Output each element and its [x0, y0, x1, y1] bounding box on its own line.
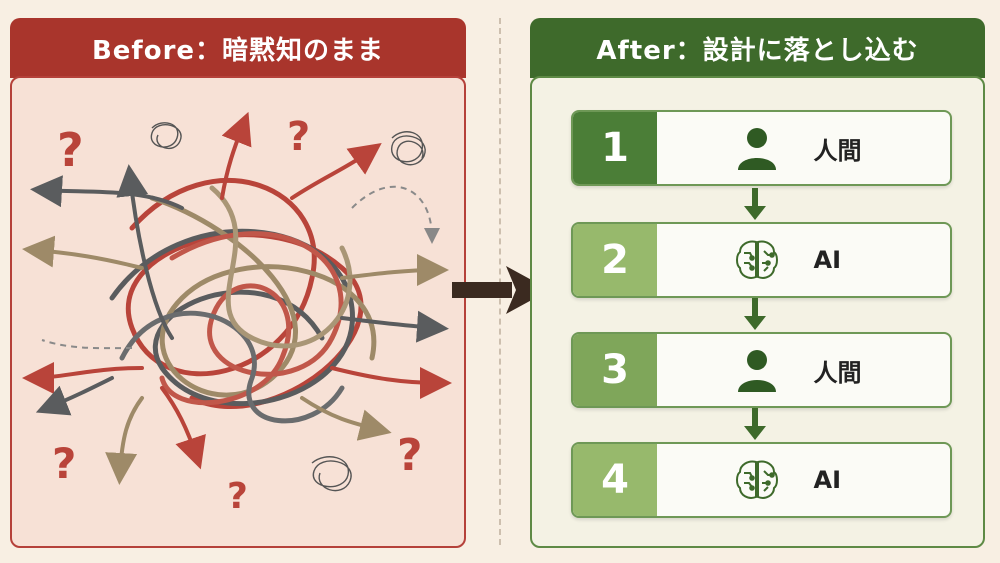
center-divider	[499, 18, 501, 545]
step-4: 4 AI	[571, 442, 952, 518]
before-panel: ? ? ? ? ?	[10, 76, 466, 548]
step-1: 1 人間	[571, 110, 952, 186]
brain-circuit-icon	[734, 237, 780, 283]
down-arrow-icon	[744, 298, 766, 330]
down-arrow-icon	[744, 408, 766, 440]
down-arrow-icon	[744, 188, 766, 220]
step-number: 4	[573, 444, 657, 516]
step-label: AI	[813, 246, 842, 274]
step-number: 3	[573, 334, 657, 406]
after-header: After：設計に落とし込む	[530, 18, 985, 78]
svg-text:?: ?	[397, 430, 423, 481]
tangled-threads-illustration: ? ? ? ? ?	[22, 111, 452, 517]
step-label: AI	[813, 466, 842, 494]
svg-text:?: ?	[57, 123, 84, 177]
step-label: 人間	[813, 136, 862, 165]
person-icon	[734, 125, 780, 171]
step-number: 2	[573, 224, 657, 296]
transition-arrow	[452, 266, 550, 314]
step-3: 3 人間	[571, 332, 952, 408]
svg-text:?: ?	[227, 476, 248, 517]
svg-text:?: ?	[287, 114, 310, 160]
before-header: Before：暗黙知のまま	[10, 18, 466, 78]
after-title: After：設計に落とし込む	[596, 35, 919, 66]
step-label: 人間	[813, 358, 862, 387]
step-number: 1	[573, 112, 657, 184]
svg-text:?: ?	[52, 439, 76, 488]
before-title: Before：暗黙知のまま	[91, 35, 385, 66]
brain-circuit-icon	[734, 457, 780, 503]
person-icon	[734, 347, 780, 393]
step-2: 2 AI	[571, 222, 952, 298]
